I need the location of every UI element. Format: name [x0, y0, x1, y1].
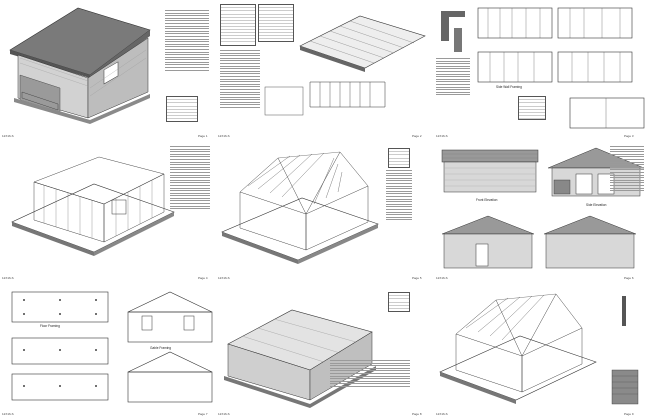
corner-detail-drawing: [441, 11, 465, 52]
page-code: 12X16-S: [218, 276, 230, 280]
page-code: 12X16-S: [436, 134, 448, 138]
page-number: Page 5: [412, 276, 422, 280]
floor-joists-drawing: [264, 81, 386, 116]
rear-wall-framing-plan: [569, 97, 645, 129]
wall-framing-3d: [11, 156, 175, 256]
panel-5-table: [388, 148, 410, 168]
roof-sheathing-3d: [224, 309, 376, 408]
page-code: 12X16-S: [2, 134, 14, 138]
side-wall-framing-plan: [477, 7, 633, 83]
floor-deck-drawing: [299, 15, 426, 72]
page-number: Page 1: [198, 134, 208, 138]
siding-detail: [611, 296, 639, 405]
roof-rafters-3d: [221, 151, 379, 264]
page-number: Page 2: [412, 134, 422, 138]
plan-title: Side Wall Framing: [496, 85, 522, 89]
panel-8-notes: [330, 360, 410, 389]
panel-1-table: [166, 96, 198, 122]
page-number: Page 3: [624, 134, 634, 138]
materials-table: [220, 4, 256, 46]
page-number: Page 8: [412, 412, 422, 416]
panel-3-notes: [436, 58, 470, 97]
framing-detail-3d: [439, 293, 597, 404]
page-code: 12X16-S: [218, 134, 230, 138]
page-code: 12X16-S: [218, 412, 230, 416]
page-number: Page 7: [198, 412, 208, 416]
panel-2-notes: [220, 50, 260, 110]
page-code: 12X16-S: [2, 412, 14, 416]
page-number: Page 6: [624, 276, 634, 280]
materials-table-2: [258, 4, 294, 42]
gable-framing-plans: [127, 291, 213, 403]
panel-6-notes: [610, 146, 644, 193]
page-code: 12X16-S: [2, 276, 14, 280]
panel-5-notes: [386, 170, 412, 222]
panel-4-notes: [170, 146, 210, 211]
panel-1-notes: [165, 10, 209, 72]
page-number: Page 4: [198, 276, 208, 280]
page-number: Page 9: [624, 412, 634, 416]
plan-title: Floor Framing: [40, 324, 60, 328]
plan-title: Side Elevation: [586, 203, 607, 207]
front-elevation-drawing: [441, 149, 539, 193]
plan-title: Gable Framing: [150, 346, 172, 350]
panel-3-table: [518, 96, 546, 120]
panel-shed-render: [0, 0, 160, 140]
panel-8-table: [388, 292, 410, 312]
plan-title: Front Elevation: [476, 198, 498, 202]
shed-render-drawing: [9, 7, 151, 124]
page-code: 12X16-S: [436, 412, 448, 416]
floor-framing-plans: [11, 291, 109, 401]
page-code: 12X16-S: [436, 276, 448, 280]
rear-elevation-drawing: [441, 215, 637, 269]
